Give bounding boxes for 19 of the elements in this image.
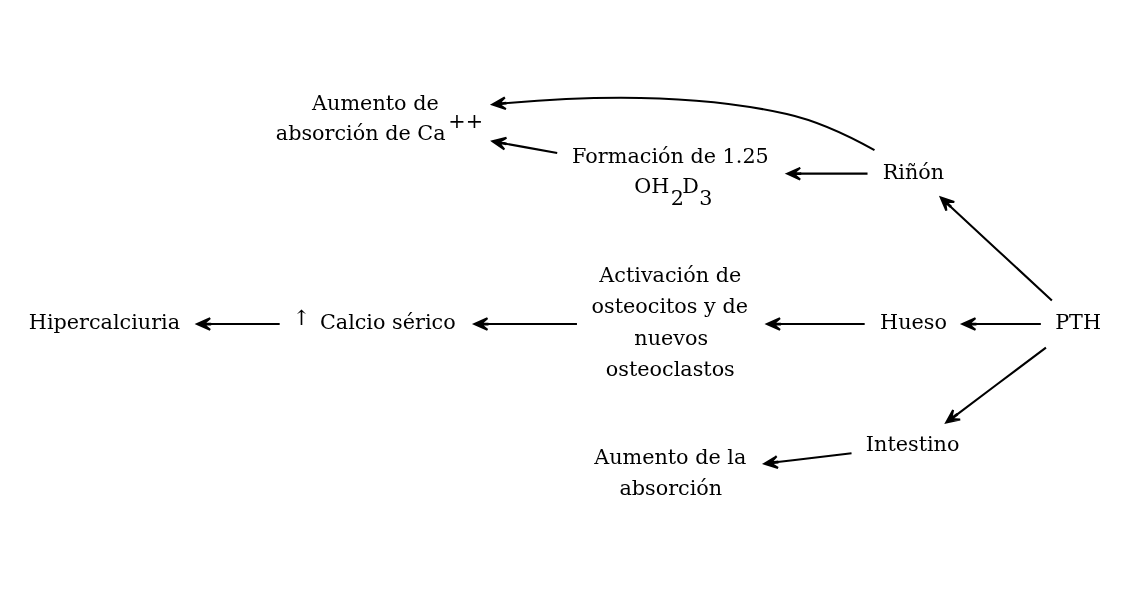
arrow: [196, 316, 280, 331]
arrow: [763, 451, 852, 469]
node-text: Calcio sérico: [319, 309, 456, 334]
node-text: PTH: [1055, 309, 1102, 334]
node-text: Hueso: [880, 309, 947, 334]
arrow: [939, 195, 1053, 301]
node-text: Aumento de la absorción: [594, 444, 747, 500]
node-text: Riñón: [882, 159, 945, 184]
arrow: [766, 316, 865, 331]
arrow: [491, 136, 558, 154]
arrow: [491, 95, 875, 151]
node-text: Intestino: [865, 431, 960, 456]
node-text: Activación de osteocitos y de nuevos osteoclastos: [591, 262, 748, 381]
arrow: [961, 316, 1041, 331]
arrow: [473, 316, 577, 331]
arrow: [945, 346, 1047, 424]
node-label: ↑: [292, 305, 311, 330]
arrow: [786, 166, 868, 181]
node-text: Hipercalciuria: [28, 309, 181, 334]
